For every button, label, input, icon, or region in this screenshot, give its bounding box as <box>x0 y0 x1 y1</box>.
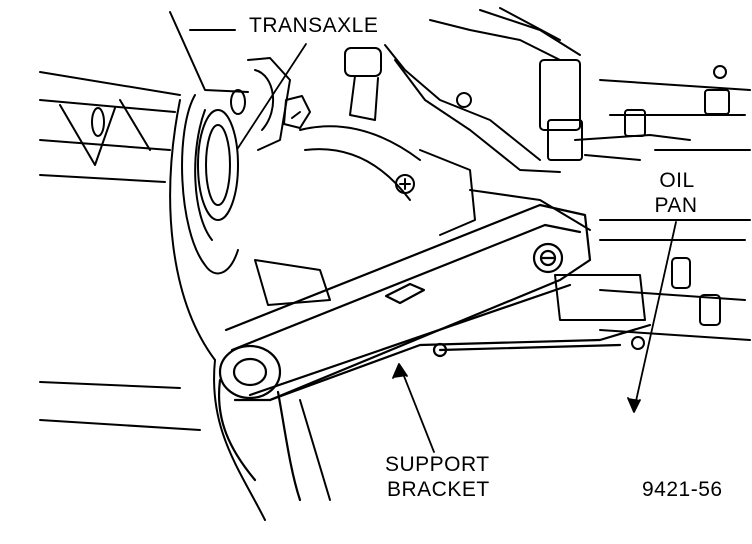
oil-pan-arrowhead <box>627 397 641 413</box>
support-bracket-label-line2: BRACKET <box>387 478 490 502</box>
figure-number: 9421-56 <box>642 478 723 502</box>
transaxle-label: TRANSAXLE <box>246 14 382 38</box>
upper-components <box>299 7 691 236</box>
support-leader <box>399 365 435 453</box>
support-bracket-label-line1: SUPPORT <box>385 453 490 477</box>
engine-block-edges <box>39 11 249 183</box>
transaxle-leader <box>237 43 307 149</box>
transaxle-housing <box>169 57 311 521</box>
oil-pan-label-line2: PAN <box>646 194 706 218</box>
oil-pan-label-line1: OIL <box>650 169 704 193</box>
leader-lines <box>237 43 677 453</box>
support-arrowhead <box>392 363 408 379</box>
lower-block <box>39 259 331 501</box>
oil-pan-leader <box>633 221 677 411</box>
support-bracket <box>218 203 652 502</box>
